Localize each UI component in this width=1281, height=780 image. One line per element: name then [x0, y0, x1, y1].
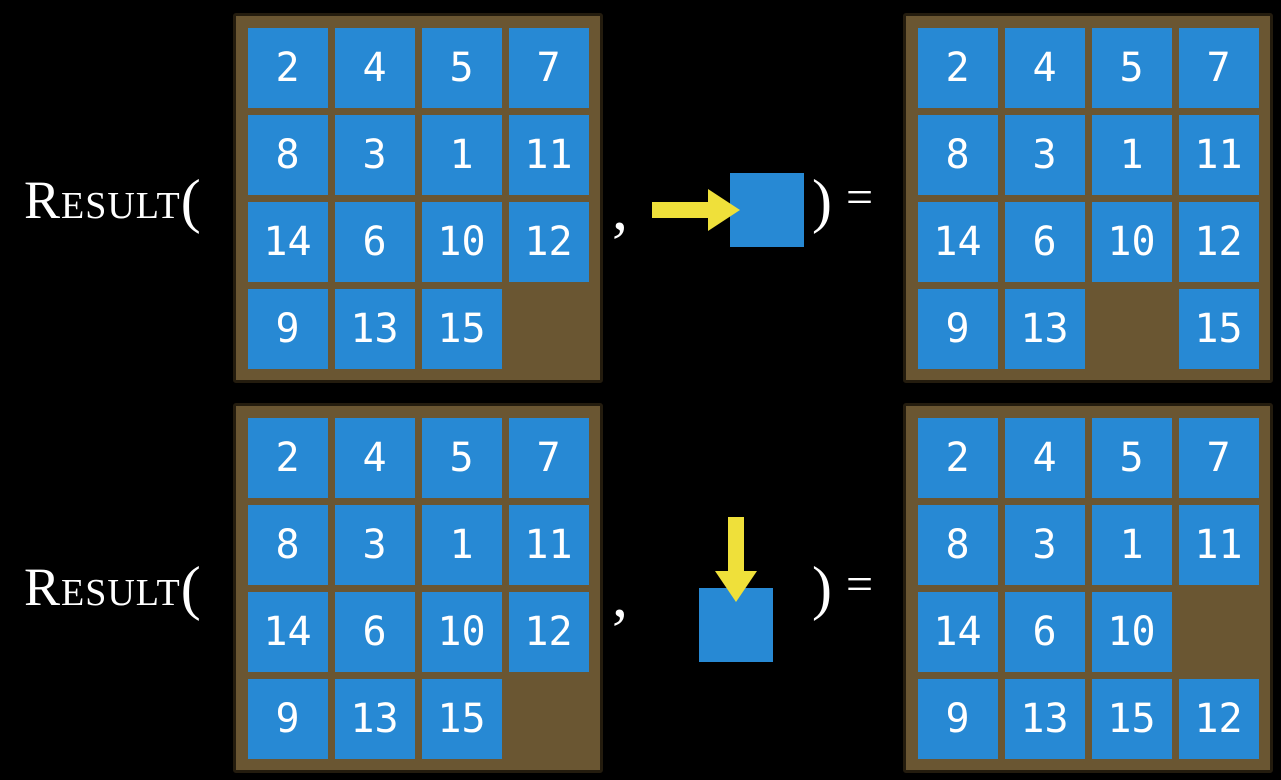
tile-2: 2: [247, 27, 328, 108]
tile-6: 6: [1004, 201, 1085, 282]
comma-2: ,: [612, 559, 628, 630]
tile-9: 9: [247, 288, 328, 369]
action-move-down: [699, 517, 773, 662]
tile-3: 3: [1004, 114, 1085, 195]
tile-7: 7: [1178, 27, 1259, 108]
tile-15: 15: [421, 678, 502, 759]
tile-2: 2: [917, 417, 998, 498]
action-move-right: [652, 173, 804, 247]
tile-14: 14: [917, 201, 998, 282]
tile-5: 5: [1091, 417, 1172, 498]
tile-7: 7: [508, 417, 589, 498]
tile-11: 11: [1178, 504, 1259, 585]
tile-14: 14: [247, 591, 328, 672]
tile-13: 13: [1004, 288, 1085, 369]
tile-1: 1: [1091, 504, 1172, 585]
tile-4: 4: [1004, 417, 1085, 498]
tile-5: 5: [421, 417, 502, 498]
tile-5: 5: [421, 27, 502, 108]
tile-10: 10: [1091, 591, 1172, 672]
tile-4: 4: [334, 27, 415, 108]
tile-9: 9: [247, 678, 328, 759]
tile-12: 12: [508, 201, 589, 282]
tile-2: 2: [917, 27, 998, 108]
tile-11: 11: [508, 114, 589, 195]
tile-5: 5: [1091, 27, 1172, 108]
tile-15: 15: [1091, 678, 1172, 759]
tile-4: 4: [1004, 27, 1085, 108]
empty-cell: [509, 289, 589, 369]
tile-1: 1: [1091, 114, 1172, 195]
tile-3: 3: [334, 504, 415, 585]
tile-1: 1: [421, 504, 502, 585]
tile-8: 8: [917, 504, 998, 585]
tile-12: 12: [508, 591, 589, 672]
open-paren: (: [180, 168, 201, 234]
tile-12: 12: [1178, 201, 1259, 282]
moved-tile-square: [730, 173, 804, 247]
close-equals-1: ) =: [812, 0, 873, 396]
tile-9: 9: [917, 288, 998, 369]
function-name: Result: [24, 170, 181, 230]
equals-sign: =: [845, 558, 874, 611]
tile-2: 2: [247, 417, 328, 498]
tile-6: 6: [1004, 591, 1085, 672]
down-arrow-icon: [715, 517, 757, 602]
tile-13: 13: [334, 288, 415, 369]
tile-13: 13: [1004, 678, 1085, 759]
tile-13: 13: [334, 678, 415, 759]
tile-8: 8: [247, 504, 328, 585]
tile-8: 8: [917, 114, 998, 195]
tile-7: 7: [508, 27, 589, 108]
open-paren: (: [180, 555, 201, 621]
empty-cell: [1179, 592, 1259, 672]
tile-14: 14: [247, 201, 328, 282]
equals-sign: =: [845, 171, 874, 224]
tile-7: 7: [1178, 417, 1259, 498]
tile-11: 11: [508, 504, 589, 585]
tile-3: 3: [334, 114, 415, 195]
empty-cell: [1092, 289, 1172, 369]
comma-1: ,: [612, 172, 628, 243]
tile-10: 10: [421, 591, 502, 672]
close-equals-2: ) =: [812, 390, 873, 780]
tile-6: 6: [334, 201, 415, 282]
tile-12: 12: [1178, 678, 1259, 759]
close-paren: ): [812, 168, 832, 234]
tile-1: 1: [421, 114, 502, 195]
tile-11: 11: [1178, 114, 1259, 195]
tile-8: 8: [247, 114, 328, 195]
tile-6: 6: [334, 591, 415, 672]
tile-9: 9: [917, 678, 998, 759]
right-arrow-icon: [652, 189, 740, 231]
tile-4: 4: [334, 417, 415, 498]
tile-15: 15: [1178, 288, 1259, 369]
tile-14: 14: [917, 591, 998, 672]
empty-cell: [509, 679, 589, 759]
tile-10: 10: [1091, 201, 1172, 282]
tile-10: 10: [421, 201, 502, 282]
tile-3: 3: [1004, 504, 1085, 585]
function-name: Result: [24, 557, 181, 617]
tile-15: 15: [421, 288, 502, 369]
close-paren: ): [812, 555, 832, 621]
